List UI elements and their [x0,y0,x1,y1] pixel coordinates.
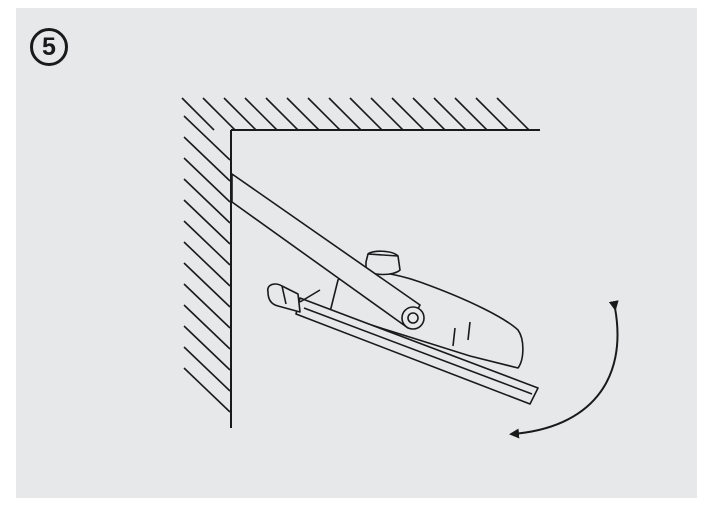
wall-hatching [183,115,231,413]
ceiling-hatching [181,97,530,131]
step-number-badge: 5 [30,28,68,66]
mounting-arm [231,173,425,330]
floodlight-housing [266,250,539,405]
curved-double-arrow-icon [509,300,619,439]
step-number: 5 [42,32,56,61]
wall-corner [230,129,540,428]
